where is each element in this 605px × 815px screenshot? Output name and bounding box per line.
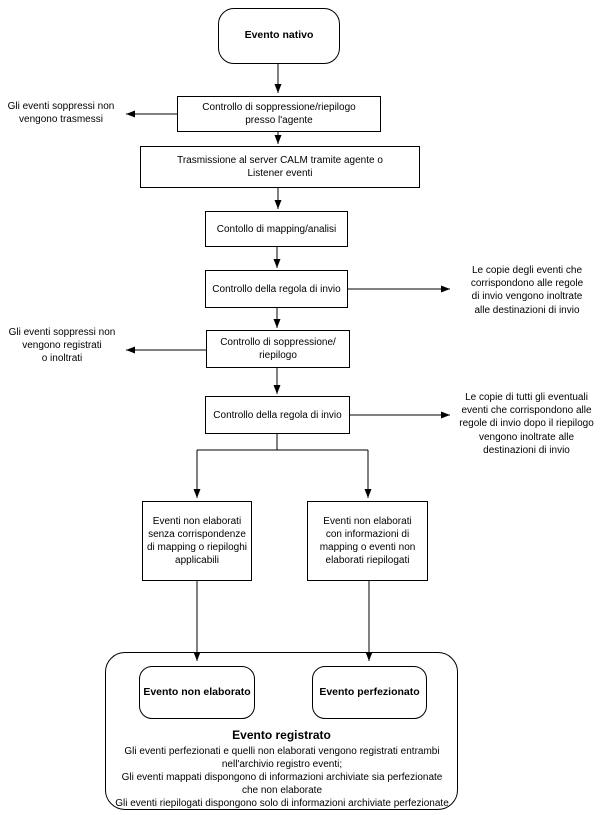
note-copie-eventi-regole-invio: Le copie degli eventi che corrispondono … — [470, 265, 584, 316]
evento-registrato-title: Evento registrato — [232, 728, 331, 742]
node-eventi-con-informazioni: Eventi non elaborati con informazioni di… — [307, 501, 428, 581]
node-evento-non-elaborato: Evento non elaborato — [139, 666, 255, 719]
node-controllo-soppressione-riepilogo: Controllo di soppressione/ riepilogo — [206, 330, 350, 368]
node-trasmissione-server-calm: Trasmissione al server CALM tramite agen… — [140, 146, 420, 188]
evento-registrato-body: Gli eventi perfezionati e quelli non ela… — [115, 746, 449, 809]
node-evento-perfezionato: Evento perfezionato — [312, 666, 427, 719]
node-controllo-soppressione-agente: Controllo di soppressione/riepilogo pres… — [177, 96, 381, 132]
node-evento-nativo: Evento nativo — [218, 8, 340, 64]
node-eventi-senza-corrispondenze: Eventi non elaborati senza corrispondenz… — [142, 501, 252, 581]
node-controllo-mapping-analisi: Contollo di mapping/analisi — [205, 211, 348, 247]
note-suppressed-not-registered: Gli eventi soppressi non vengono registr… — [8, 327, 116, 365]
note-suppressed-not-transmitted: Gli eventi soppressi non vengono trasmes… — [7, 101, 115, 126]
note-copie-eventi-dopo-riepilogo: Le copie di tutti gli eventuali eventi c… — [459, 392, 594, 456]
node-controllo-regola-invio-1: Controllo della regola di invio — [205, 270, 348, 308]
node-controllo-regola-invio-2: Controllo della regola di invio — [205, 396, 350, 434]
